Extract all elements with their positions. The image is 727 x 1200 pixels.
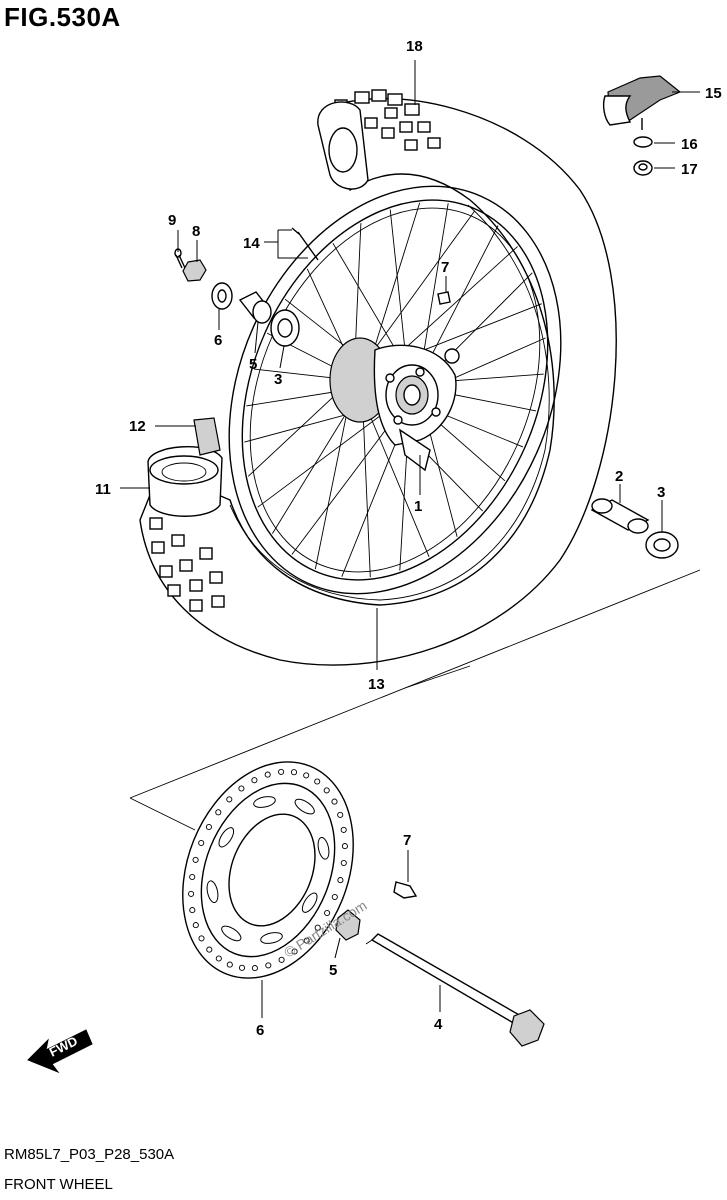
disc-cutout [260, 932, 283, 944]
callout-19: 17 [681, 161, 698, 178]
disc-hole [238, 964, 246, 971]
disc-hole [314, 924, 321, 931]
disc-hole [206, 946, 213, 953]
disc-hole [251, 777, 258, 784]
tire-section-lower [147, 417, 223, 517]
disc-holes [188, 768, 348, 972]
washer-9 [211, 282, 233, 310]
figure-title: FIG.530A [4, 2, 121, 32]
bearing-3-right [645, 531, 679, 559]
disc-hole [291, 948, 298, 955]
front-axle [365, 933, 545, 1047]
disc-hole [192, 922, 199, 929]
leader-lines [120, 60, 700, 1018]
disc-hole [341, 843, 348, 850]
disc-hole [278, 956, 285, 963]
collar-5-bottom [335, 909, 361, 941]
disc-hole [303, 937, 310, 944]
disc-cutout [317, 836, 330, 860]
callout-3-left: 3 [274, 371, 282, 388]
callout-1: 1 [414, 498, 422, 515]
disc-hole [324, 909, 331, 917]
front-tire [139, 89, 617, 666]
wheel-hub [329, 337, 460, 472]
disc-hole [331, 893, 338, 901]
disc-hole [226, 961, 233, 968]
callout-5-bottom: 5 [329, 962, 337, 979]
disc-cutout [301, 892, 318, 913]
disc-hole [198, 839, 205, 847]
callout-8: 7 [441, 259, 449, 276]
callout-15: 13 [368, 676, 385, 693]
disc-hole [215, 809, 222, 816]
rim-lock-assembly [602, 75, 682, 176]
callout-2: 2 [615, 468, 623, 485]
rim-band-14 [193, 417, 221, 456]
disc-cutout [218, 827, 235, 848]
brake-disc [182, 761, 354, 979]
axle-nut-10 [182, 259, 207, 282]
nipple-bolt-8 [437, 291, 451, 305]
callout-12: 18 [406, 38, 423, 55]
disc-hole [205, 823, 212, 831]
callout-11: 9 [168, 212, 176, 229]
disc-hole [331, 798, 338, 805]
callout-9: 6 [214, 332, 222, 349]
callout-4: 4 [434, 1016, 443, 1033]
disc-hole [323, 787, 330, 794]
disc-hole [189, 907, 196, 914]
disc-hole [278, 768, 285, 775]
disc-hole [264, 771, 271, 778]
callout-14: 12 [129, 418, 146, 435]
disc-hole [314, 778, 321, 785]
callout-16: 14 [243, 235, 260, 252]
assembly-plane-right [404, 665, 471, 689]
disc-hole [290, 769, 298, 776]
disc-hole [337, 811, 344, 818]
tire-section-top [317, 101, 369, 190]
callout-6: 6 [256, 1022, 264, 1039]
disc-cutout [206, 880, 219, 904]
fwd-arrow-icon: FWD [27, 1029, 93, 1074]
disc-hole [337, 877, 344, 884]
disc-hole [303, 772, 310, 779]
cotter-pin-11 [174, 248, 186, 269]
spoke-set-16 [291, 227, 319, 261]
disc-hole [189, 873, 196, 881]
disc-bolt-7 [393, 881, 418, 899]
callout-17: 15 [705, 85, 722, 102]
callout-7: 7 [403, 832, 411, 849]
callout-5-top: 5 [249, 356, 257, 373]
disc-hole [238, 785, 245, 792]
callout-numbers: 18 15 16 17 9 8 14 7 6 5 3 12 11 1 2 3 1… [95, 38, 722, 1039]
disc-hole [192, 856, 199, 863]
disc-hole [340, 826, 347, 833]
diagram-caption: FRONT WHEEL [4, 1176, 113, 1193]
callout-18: 16 [681, 136, 698, 153]
bearing-3-left [270, 309, 300, 347]
callout-13: 11 [95, 481, 111, 498]
tire-tread-lower [149, 517, 225, 612]
collar-5-top [238, 291, 272, 324]
assembly-plane-left [129, 797, 196, 831]
disc-cutout [294, 798, 315, 815]
disc-hole [265, 962, 272, 969]
disc-hole [251, 965, 258, 972]
callout-10: 8 [192, 223, 200, 240]
disc-hole [215, 955, 222, 962]
diagram-code: RM85L7_P03_P28_530A [4, 1146, 175, 1163]
disc-hole [340, 859, 347, 867]
disc-cutout [221, 925, 242, 942]
assembly-plane-top [129, 569, 701, 799]
spacer-2 [590, 498, 650, 534]
disc-hole [188, 890, 195, 897]
disc-hole [226, 796, 233, 803]
disc-hole [198, 935, 205, 942]
disc-cutout [253, 796, 276, 808]
callout-3-right: 3 [657, 484, 665, 501]
